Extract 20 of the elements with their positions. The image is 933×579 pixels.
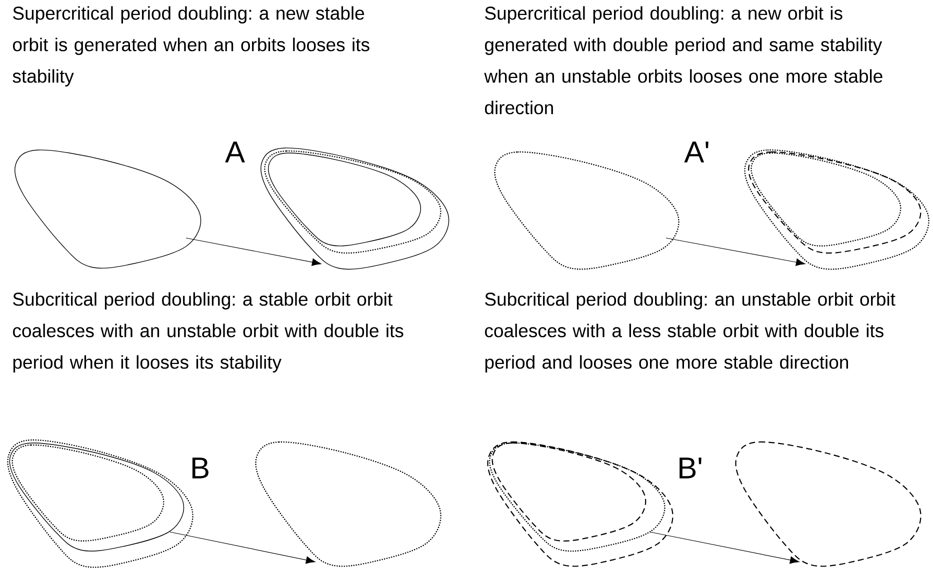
- orbit-loops-drawing: [7, 439, 194, 568]
- orbit-loops-drawing: [744, 149, 930, 270]
- orbit-loops-drawing: [260, 148, 450, 270]
- orbit-loop: [494, 151, 680, 270]
- orbit-loop: [735, 441, 922, 567]
- arrow: [666, 238, 806, 266]
- description-text: Supercritical period doubling: a new stable orbit is generated when an orbits looses its stability: [12, 6, 370, 86]
- orbit-loop: [14, 150, 202, 269]
- arrow: [186, 238, 322, 266]
- description-text: Supercritical period doubling: a new orbit is generated with double period and same stability when an unstable orbits looses one more stable direction: [484, 6, 882, 114]
- panel-letter: A: [225, 142, 245, 162]
- orbit-loops-drawing: [487, 441, 674, 567]
- arrow: [650, 532, 800, 564]
- description-text: Subcritical period doubling: a stable orbit orbit coalesces with an unstable orbit with double its period when it looses its stability: [13, 292, 404, 372]
- panel-letter: A': [684, 142, 708, 162]
- arrow: [170, 532, 316, 564]
- panel-letter: B: [192, 458, 208, 478]
- orbit-loop: [255, 441, 442, 567]
- description-text: Subcritical period doubling: an unstable orbit orbit coalesces with a less stable orbit with double its period and looses one more stable direction: [485, 292, 896, 372]
- panel-letter: B': [680, 458, 702, 478]
